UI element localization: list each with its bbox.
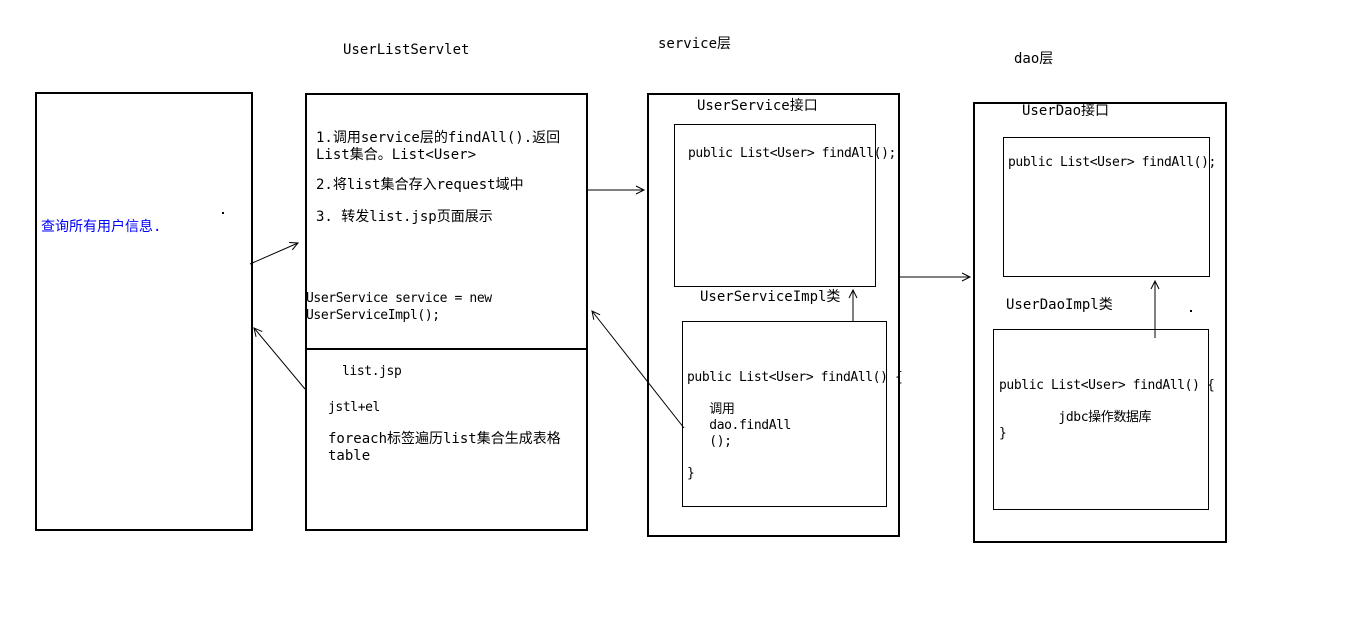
jsp-note: foreach标签遍历list集合生成表格table: [328, 431, 561, 464]
dao-interface-box: [1003, 137, 1210, 277]
arrow-request-to-servlet: [249, 242, 300, 265]
servlet-step-1: 1.调用service层的findAll().返回List集合。List<Use…: [316, 130, 561, 163]
dao-impl-label: UserDaoImpl类: [1006, 297, 1113, 313]
servlet-box-divider: [306, 348, 587, 350]
servlet-box: [305, 93, 588, 531]
servlet-step-3: 3. 转发list.jsp页面展示: [316, 209, 493, 225]
jsp-tech: jstl+el: [328, 400, 380, 415]
request-box: [35, 92, 253, 531]
service-impl-code: public List<User> findAll() { 调用 dao.fin…: [687, 370, 903, 481]
stray-dot: [222, 212, 224, 214]
dao-impl-code: public List<User> findAll() { jdbc操作数据库 …: [999, 378, 1215, 441]
servlet-step-2: 2.将list集合存入request域中: [316, 177, 524, 193]
dao-interface-method: public List<User> findAll();: [1008, 155, 1216, 170]
servlet-code: UserService service = new UserServiceImp…: [306, 291, 500, 323]
service-interface-method: public List<User> findAll();: [688, 146, 896, 161]
service-interface-box: [674, 124, 876, 287]
label-servlet-layer: UserListServlet: [343, 42, 470, 58]
arrow-servlet-to-request: [253, 327, 306, 390]
request-text: 查询所有用户信息.: [41, 219, 162, 235]
stray-dot: [1190, 310, 1192, 312]
dao-interface-label: UserDao接口: [1022, 103, 1110, 119]
service-impl-label: UserServiceImpl类: [700, 289, 841, 305]
label-dao-layer: dao层: [1014, 51, 1054, 67]
label-service-layer: service层: [658, 36, 732, 52]
dao-box: [973, 102, 1227, 543]
service-interface-label: UserService接口: [697, 98, 818, 114]
jsp-title: list.jsp: [342, 364, 402, 379]
dao-impl-box: [993, 329, 1209, 510]
